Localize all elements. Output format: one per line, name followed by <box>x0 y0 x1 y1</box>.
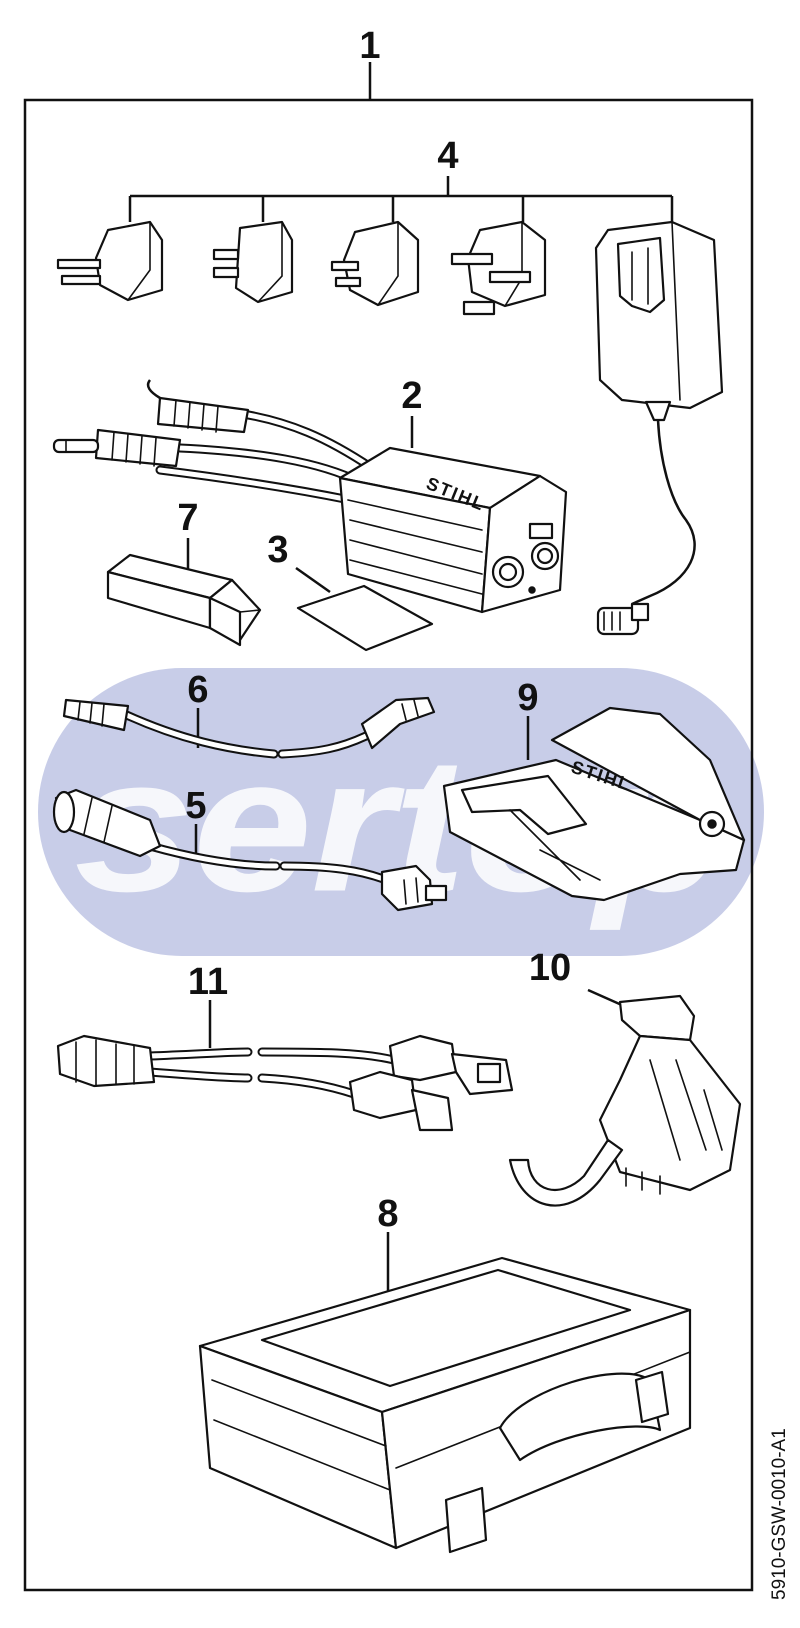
callout-2: 2 <box>401 375 422 417</box>
callout-6: 6 <box>187 669 208 711</box>
part-11-y-cable: 11 <box>56 961 514 1132</box>
callout-5: 5 <box>185 785 206 827</box>
part-7-stick: 7 <box>106 497 262 647</box>
callout-3: 3 <box>267 529 288 571</box>
callout-10: 10 <box>529 947 571 989</box>
case-lid-panel <box>260 1268 632 1388</box>
charger <box>594 220 724 636</box>
leader-4-bracket <box>128 176 674 222</box>
callout-1: 1 <box>359 25 380 67</box>
callout-11: 11 <box>188 961 228 1003</box>
part-10-bracket: 10 <box>508 947 742 1207</box>
part-9-holder: 9 STIHL <box>442 677 746 902</box>
part-4-adapters-and-charger: 4 <box>56 135 724 636</box>
module-connector-lower <box>52 428 182 468</box>
callout-9: 9 <box>517 677 538 719</box>
part-2-interface-module: 2 STIHL <box>52 375 568 614</box>
module-connector-upper <box>146 379 250 434</box>
part-3-card: 3 <box>267 529 434 652</box>
callout-7: 7 <box>177 497 198 539</box>
callout-4: 4 <box>437 135 458 177</box>
part-5-cable: 5 <box>52 785 448 912</box>
adapter-us <box>212 220 294 304</box>
frame-border <box>23 98 754 1592</box>
leader-3 <box>295 566 331 594</box>
leader-10 <box>587 988 625 1008</box>
document-code: 5910-GSW-0010-A1 <box>769 1428 790 1600</box>
callout-8: 8 <box>377 1193 398 1235</box>
part-8-case: 8 <box>198 1193 692 1554</box>
part-6-cable: 6 <box>62 669 436 759</box>
kit-frame: 1 <box>23 25 754 1592</box>
adapter-au <box>330 220 420 307</box>
adapter-uk <box>450 220 547 316</box>
adapter-eu <box>56 220 164 302</box>
